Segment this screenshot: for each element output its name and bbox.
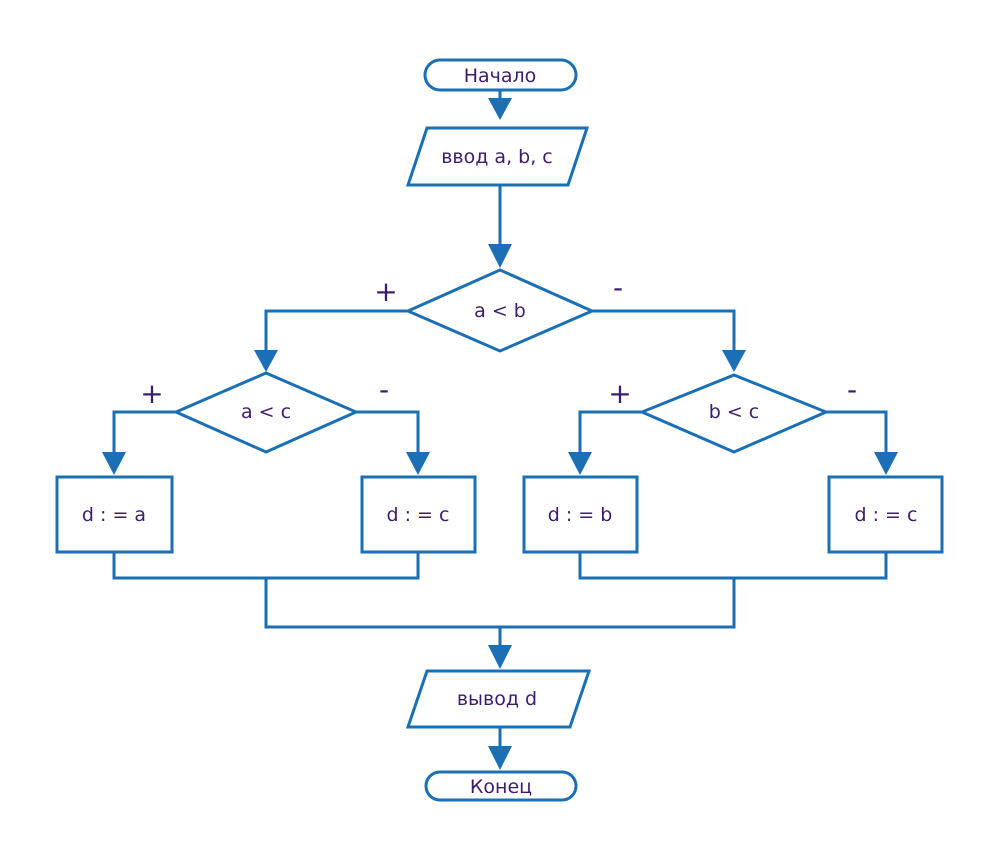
process-d-equals-b: d : = b (522, 475, 639, 554)
branch-ab-yes: + (374, 275, 397, 308)
connector-ac-yes (112, 410, 176, 458)
arrowhead-input (488, 98, 512, 120)
decision-a-lt-c: a < c (172, 371, 360, 454)
decision-a-lt-b-label: a < b (474, 300, 526, 322)
connector-ab-yes (264, 309, 408, 358)
arrowheads (102, 98, 898, 770)
arrowhead-assign-c-right (874, 452, 898, 475)
connector-bc-no (826, 410, 888, 458)
branch-labels: + - + - + - (140, 271, 857, 410)
branch-ab-no: - (613, 271, 623, 304)
arrowhead-end (488, 746, 512, 770)
arrowhead-cond-ac (254, 350, 278, 372)
output-node: вывод d (405, 669, 592, 729)
decision-b-lt-c: b < c (638, 373, 830, 454)
process-d-equals-c-right: d : = c (827, 475, 944, 554)
branch-ac-yes: + (140, 377, 163, 410)
process-d-equals-c-left: d : = c (360, 475, 477, 554)
arrowhead-assign-c-left (406, 452, 430, 475)
branch-bc-yes: + (608, 377, 631, 410)
arrowhead-assign-a (102, 452, 126, 475)
process-d-equals-c-right-label: d : = c (855, 504, 918, 526)
branch-bc-no: - (847, 373, 857, 406)
process-d-equals-a: d : = a (55, 475, 174, 554)
input-node: ввод a, b, c (405, 126, 590, 187)
arrowhead-output (488, 645, 512, 669)
branch-ac-no: - (379, 373, 389, 406)
decision-a-lt-b: a < b (404, 268, 596, 353)
output-label: вывод d (457, 688, 537, 710)
connector-ac-no (356, 410, 420, 458)
connector-merge-left (112, 553, 420, 580)
decision-a-lt-c-label: a < c (241, 401, 291, 423)
process-d-equals-a-label: d : = a (82, 504, 146, 526)
input-label: ввод a, b, c (441, 146, 553, 168)
connectors (112, 90, 888, 752)
decision-b-lt-c-label: b < c (709, 401, 760, 423)
connector-merge-center (264, 578, 736, 629)
process-d-equals-c-left-label: d : = c (387, 504, 450, 526)
arrowhead-cond-ab (488, 244, 512, 268)
connector-ab-no (592, 309, 736, 358)
arrowhead-assign-b (568, 452, 592, 475)
start-label: Начало (464, 65, 537, 87)
arrowhead-cond-bc (722, 350, 746, 372)
start-node: Начало (423, 58, 578, 92)
end-label: Конец (470, 776, 532, 798)
connector-bc-yes (578, 410, 642, 458)
end-node: Конец (424, 770, 578, 802)
process-d-equals-b-label: d : = b (548, 504, 613, 526)
connector-merge-right (578, 553, 888, 580)
